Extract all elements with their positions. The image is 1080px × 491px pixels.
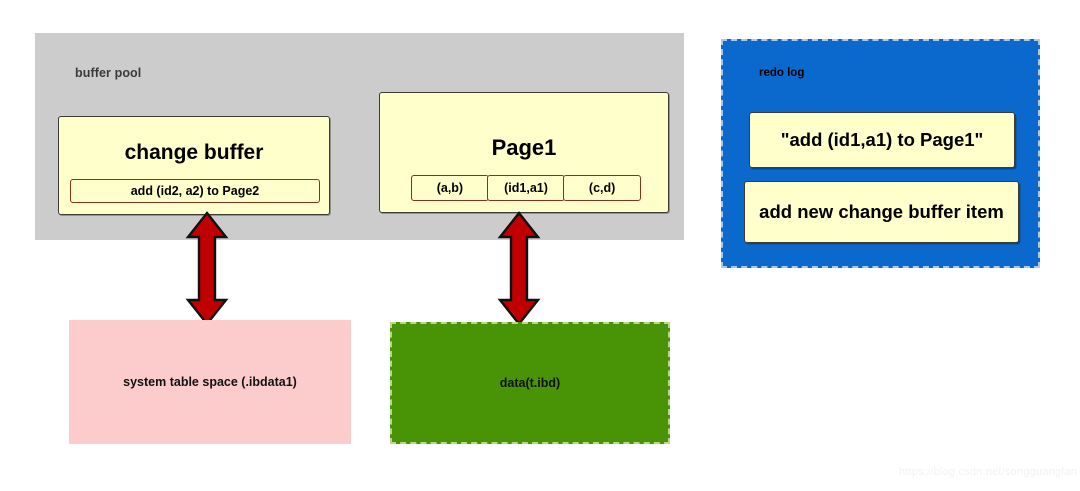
redo-log-entry: add new change buffer item: [744, 181, 1019, 243]
redo-log-container: redo log "add (id1,a1) to Page1" add new…: [721, 39, 1040, 268]
change-buffer-box: change buffer add (id2, a2) to Page2: [58, 116, 330, 215]
change-buffer-entry: add (id2, a2) to Page2: [70, 179, 320, 203]
data-file-box: data(t.ibd): [390, 322, 670, 444]
page1-cell: (c,d): [563, 175, 642, 201]
arrow-change-buffer-to-system-table-space: [185, 211, 229, 326]
page1-cell-row: (a,b) (id1,a1) (c,d): [411, 175, 642, 201]
system-table-space-box: system table space (.ibdata1): [69, 320, 351, 444]
redo-log-label: redo log: [759, 67, 805, 79]
page1-title: Page1: [491, 135, 557, 160]
page1-cell: (a,b): [411, 175, 489, 201]
arrow-page1-to-data-file: [497, 211, 541, 326]
change-buffer-title: change buffer: [124, 141, 264, 164]
watermark: https://blog.csdn.net/songguangfan: [899, 466, 1078, 478]
page1-cell: (id1,a1): [487, 175, 565, 201]
redo-log-entry: "add (id1,a1) to Page1": [749, 112, 1015, 168]
buffer-pool-label: buffer pool: [75, 66, 142, 80]
page1-box: Page1 (a,b) (id1,a1) (c,d): [379, 92, 669, 213]
